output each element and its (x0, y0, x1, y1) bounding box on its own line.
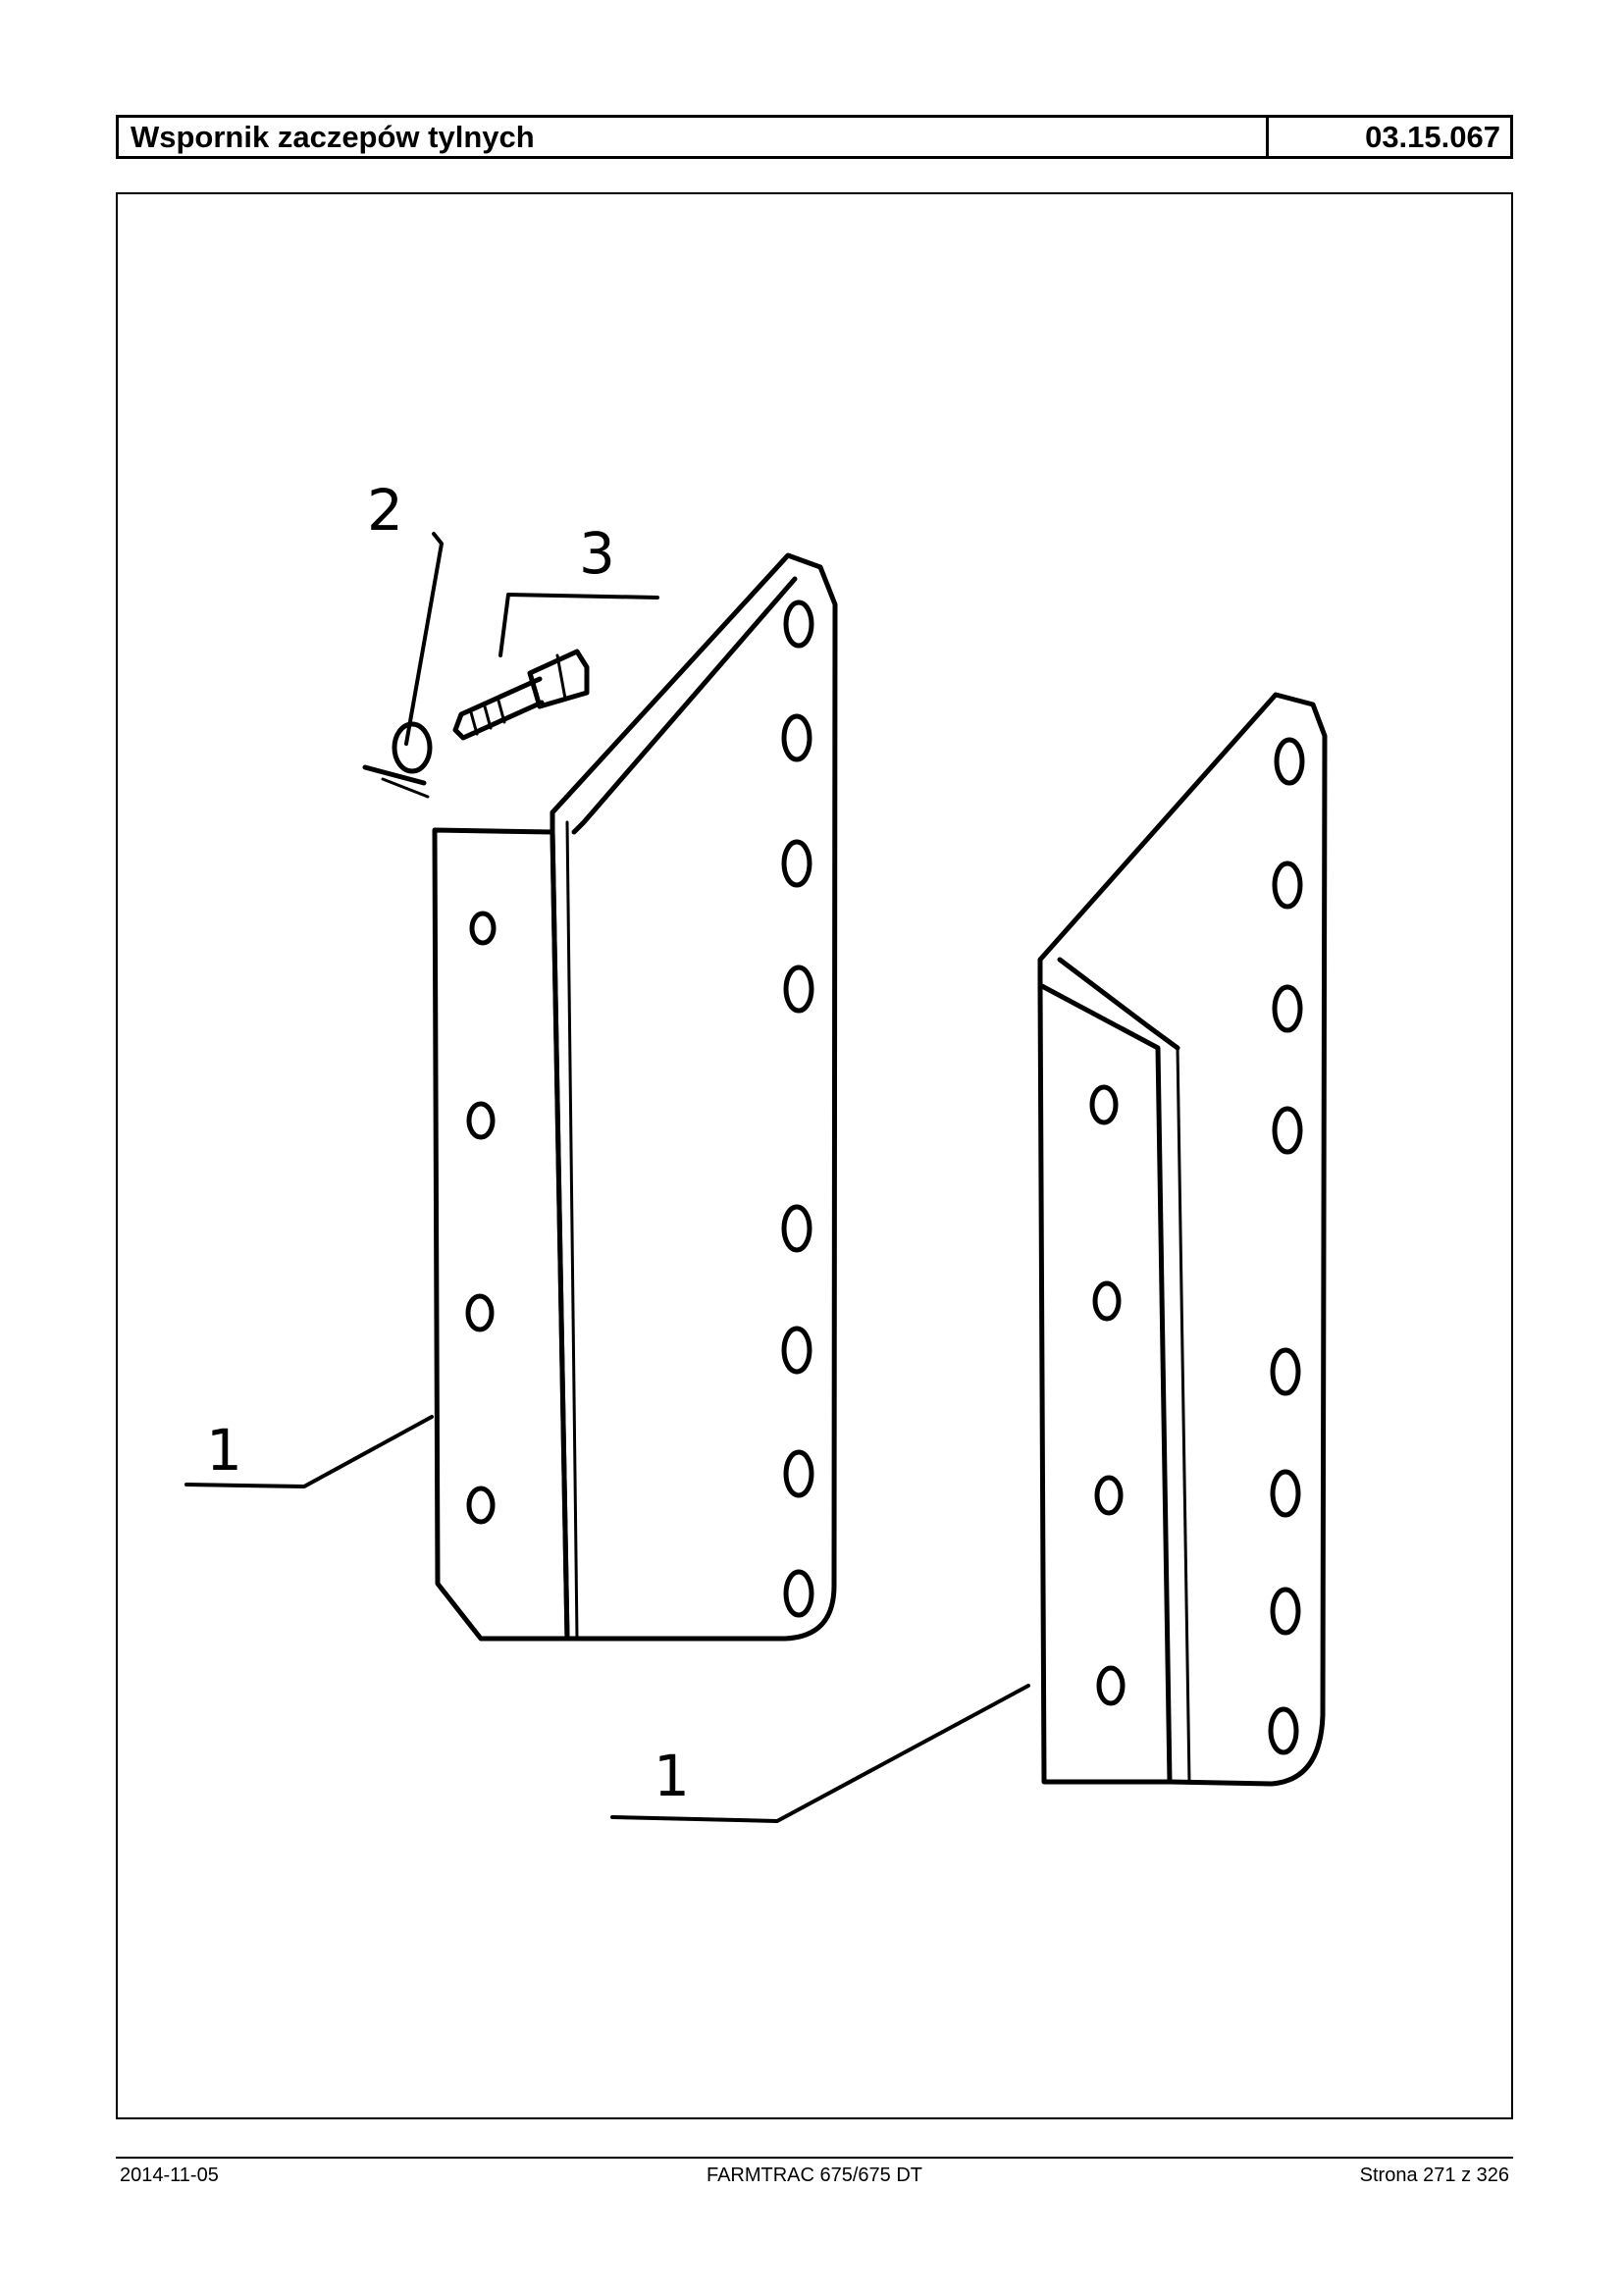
callout-bolt: 3 (579, 520, 615, 587)
bracket-left (432, 552, 838, 1642)
drawing-frame: 2 3 1 1 (116, 192, 1513, 2119)
header-table: Wspornik zaczepów tylnych 03.15.067 (116, 115, 1513, 159)
bracket-right (1037, 692, 1328, 1787)
callout-bracket-right: 1 (654, 1743, 690, 1809)
page-title: Wspornik zaczepów tylnych (119, 118, 1269, 156)
footer-page-number: Strona 271 z 326 (1359, 2165, 1509, 2186)
footer-model: FARMTRAC 675/675 DT (706, 2165, 923, 2186)
exploded-view-drawing: 2 3 1 1 (184, 477, 1328, 1823)
footer-date: 2014-11-05 (120, 2165, 219, 2186)
footer: 2014-11-05 FARMTRAC 675/675 DT Strona 27… (116, 2165, 1513, 2194)
callout-bracket-left: 1 (206, 1417, 242, 1484)
washer (362, 721, 433, 799)
footer-divider (116, 2157, 1513, 2159)
callout-washer: 2 (367, 477, 403, 544)
leader-lines (184, 532, 1030, 1823)
part-code: 03.15.067 (1365, 119, 1500, 154)
bolt (452, 649, 590, 741)
